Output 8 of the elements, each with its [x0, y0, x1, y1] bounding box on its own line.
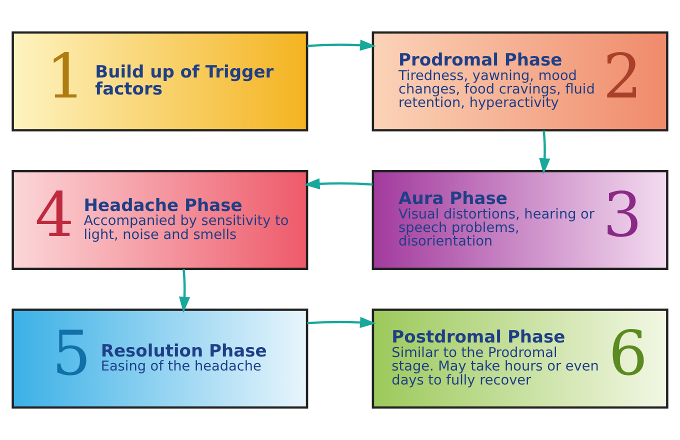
arrow [307, 40, 376, 51]
node-box: Aura Phase Visual distortions, hearing or speech problems, disorientation 3 [372, 170, 668, 270]
arrow [539, 130, 550, 174]
arrow [307, 316, 376, 328]
node-box: Postdromal Phase Similar to the Prodromal stage. May take hours or even days to fully recover 6 [372, 308, 668, 409]
arrow [304, 178, 373, 190]
arrow [178, 269, 190, 313]
node-box: Prodromal Phase Tiredness, yawning, mood changes, food cravings, fluid retention, hyperactivity 2 [372, 31, 668, 132]
